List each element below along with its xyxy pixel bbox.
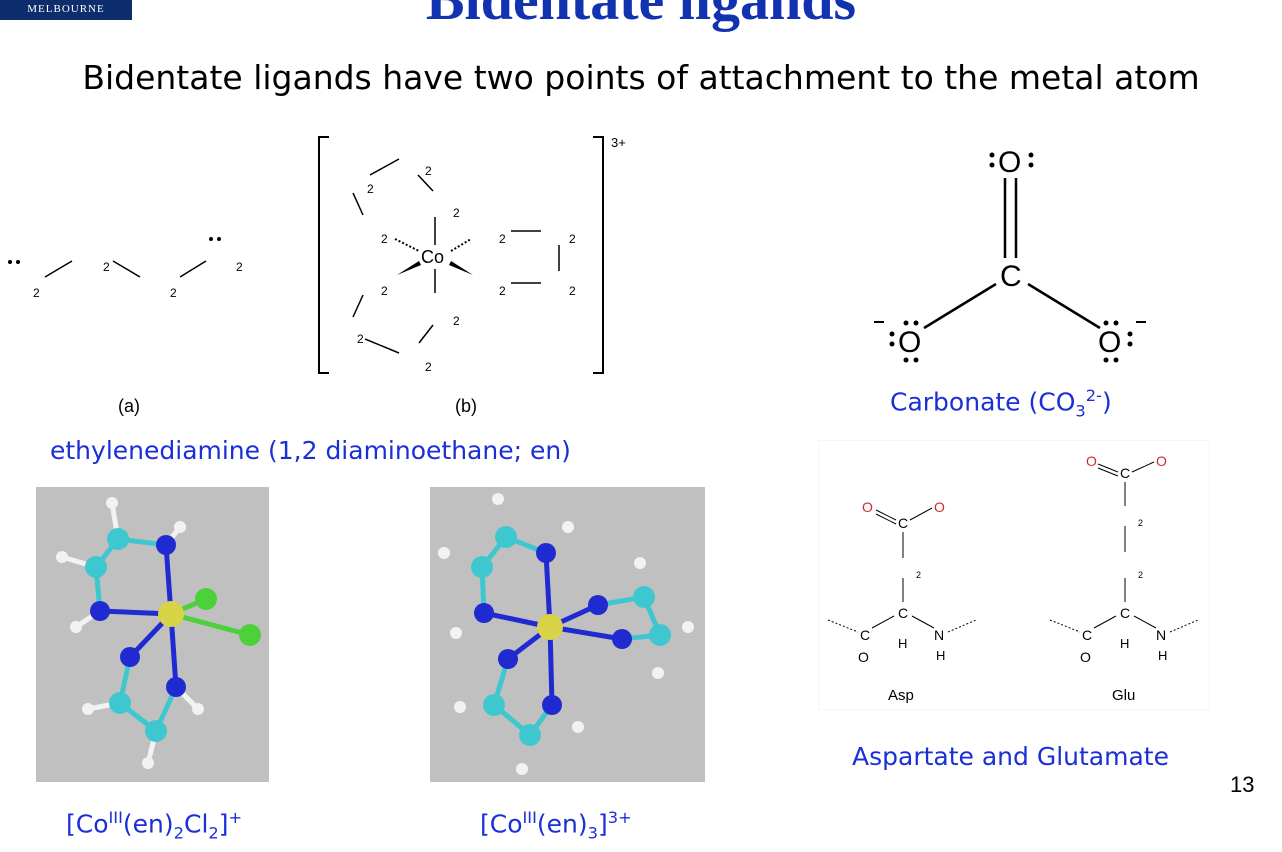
asp-glu-caption: Aspartate and Glutamate (852, 742, 1169, 771)
svg-text:N: N (1156, 627, 1166, 643)
svg-text:2: 2 (357, 332, 364, 346)
svg-text:2: 2 (367, 182, 374, 196)
svg-text:2: 2 (381, 284, 388, 298)
svg-text:2: 2 (425, 360, 432, 374)
university-logo: MELBOURNE (0, 0, 132, 20)
svg-text:2: 2 (103, 260, 110, 274)
svg-text:2: 2 (453, 206, 460, 220)
svg-text:C: C (1120, 465, 1130, 481)
svg-text:2: 2 (499, 284, 506, 298)
svg-text:C: C (1120, 605, 1130, 621)
slide-number: 13 (1230, 772, 1255, 797)
svg-text:O: O (898, 326, 921, 359)
slide-subtitle: Bidentate ligands have two points of att… (82, 58, 1200, 97)
svg-text:H: H (936, 648, 945, 663)
svg-text:C: C (898, 605, 908, 621)
atom-o: O (998, 146, 1021, 179)
svg-text:C: C (898, 515, 908, 531)
co-en2-cl2-caption: [CoIII(en)2Cl2]+ (66, 808, 243, 843)
svg-text:H: H (898, 636, 907, 651)
svg-text:2: 2 (170, 286, 177, 300)
ethylenediamine-caption: ethylenediamine (1,2 diaminoethane; en) (50, 436, 571, 465)
svg-text:2: 2 (916, 570, 921, 580)
ethylenediamine-structure: 2 2 2 2 (8, 237, 243, 300)
svg-text:H: H (1120, 636, 1129, 651)
svg-text:O: O (858, 649, 869, 665)
svg-text:2: 2 (381, 232, 388, 246)
svg-text:O: O (934, 499, 945, 515)
svg-text:O: O (1080, 649, 1091, 665)
complex-charge: 3+ (611, 135, 626, 150)
co-en3-caption: [CoIII(en)3]3+ (480, 808, 632, 843)
asp-glu-structure: O C O 2 C H C O N H Asp O C O 2 2 C H C … (818, 440, 1210, 710)
svg-text:2: 2 (236, 260, 243, 274)
svg-text:2: 2 (453, 314, 460, 328)
co-en3-model (430, 487, 705, 782)
carbonate-caption: Carbonate (CO32-) (890, 386, 1112, 421)
atom-c: C (1000, 260, 1022, 293)
label-b: (b) (455, 396, 477, 416)
slide-title: Bidentate ligands (0, 0, 1282, 32)
svg-text:2: 2 (1138, 518, 1143, 528)
atom-co: Co (421, 247, 444, 267)
svg-text:2: 2 (569, 232, 576, 246)
svg-text:2: 2 (499, 232, 506, 246)
svg-text:C: C (860, 627, 870, 643)
co-en2-cl2-model (36, 487, 269, 782)
svg-text:N: N (934, 627, 944, 643)
svg-text:O: O (1086, 453, 1097, 469)
svg-text:O: O (862, 499, 873, 515)
svg-text:2: 2 (1138, 570, 1143, 580)
svg-text:2: 2 (425, 164, 432, 178)
asp-label: Asp (888, 687, 914, 704)
svg-text:2: 2 (569, 284, 576, 298)
glu-label: Glu (1112, 687, 1135, 704)
sub-2: 2 (33, 286, 40, 300)
svg-text:O: O (1156, 453, 1167, 469)
svg-text:H: H (1158, 648, 1167, 663)
co-en3-structure: 3+ 2 2 2 2 Co 2 2 2 2 2 2 2 2 (318, 135, 626, 374)
label-a: (a) (118, 396, 140, 416)
carbonate-structure: O C O O (874, 146, 1146, 363)
svg-text:C: C (1082, 627, 1092, 643)
svg-text:O: O (1098, 326, 1121, 359)
